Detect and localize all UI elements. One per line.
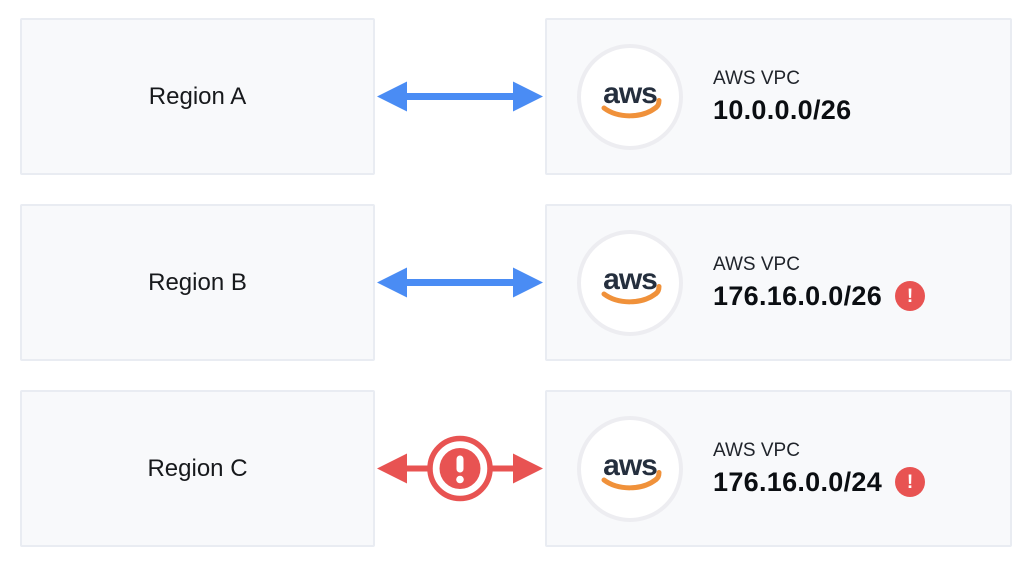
warning-icon: ! xyxy=(895,467,926,497)
peering-row-b: Region B aws AWS VPC 176.16.0.0/26 xyxy=(20,204,1012,361)
connector-b xyxy=(375,204,545,361)
region-card-b: Region B xyxy=(20,204,375,361)
vpc-card-a: aws AWS VPC 10.0.0.0/26 xyxy=(545,18,1012,175)
vpc-card-b: aws AWS VPC 176.16.0.0/26 ! xyxy=(545,204,1012,361)
peering-row-c: Region C aws xyxy=(20,390,1012,547)
region-card-a: Region A xyxy=(20,18,375,175)
vpc-card-c: aws AWS VPC 176.16.0.0/24 ! xyxy=(545,390,1012,547)
aws-logo-circle: aws xyxy=(577,415,683,522)
vpc-cidr: 176.16.0.0/26 xyxy=(713,280,883,311)
vpc-provider-label: AWS VPC xyxy=(713,67,800,89)
bidirectional-arrow-icon xyxy=(377,267,543,298)
aws-logo-icon: aws xyxy=(601,449,662,490)
vpc-info: AWS VPC 176.16.0.0/24 ! xyxy=(713,439,926,498)
peering-row-a: Region A aws AWS VPC 10.0.0.0/26 xyxy=(20,18,1012,175)
vpc-cidr: 10.0.0.0/26 xyxy=(713,94,852,125)
aws-logo-circle: aws xyxy=(577,229,683,336)
aws-logo-text: aws xyxy=(603,77,657,110)
region-label: Region A xyxy=(148,82,247,110)
region-label: Region C xyxy=(147,454,248,482)
aws-logo-circle: aws xyxy=(577,43,683,150)
warning-icon: ! xyxy=(895,281,926,311)
aws-logo-icon: aws xyxy=(601,263,662,304)
warning-icon xyxy=(427,435,493,502)
region-card-c: Region C xyxy=(20,390,375,547)
vpc-cidr: 176.16.0.0/24 xyxy=(713,466,883,497)
vpc-provider-label: AWS VPC xyxy=(713,253,800,275)
region-label: Region B xyxy=(148,268,247,296)
vpc-info: AWS VPC 176.16.0.0/26 ! xyxy=(713,253,926,312)
connector-a xyxy=(375,18,545,175)
bidirectional-arrow-icon xyxy=(377,81,543,112)
aws-logo-text: aws xyxy=(603,263,657,296)
vpc-provider-label: AWS VPC xyxy=(713,439,800,461)
vpc-info: AWS VPC 10.0.0.0/26 xyxy=(713,68,851,126)
aws-logo-text: aws xyxy=(603,449,657,482)
bidirectional-arrow-error-icon xyxy=(377,435,543,502)
aws-logo-icon: aws xyxy=(601,77,662,118)
connector-c xyxy=(375,390,545,547)
